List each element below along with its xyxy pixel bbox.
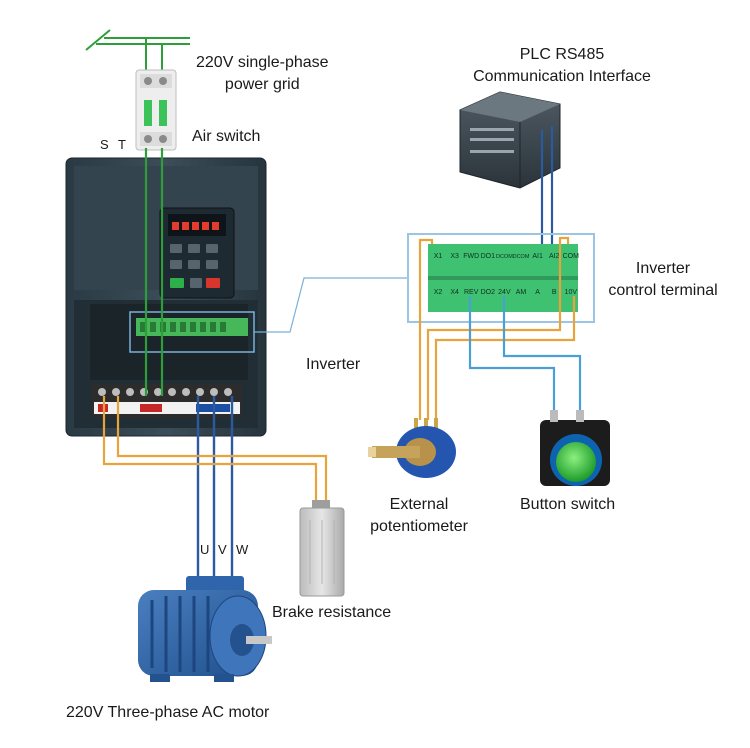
button-switch-label: Button switch bbox=[520, 496, 616, 513]
plc-label: PLC RS485 Communication Interface bbox=[456, 44, 668, 88]
button-wires bbox=[468, 296, 582, 412]
terminal-top-label-3: DO1 bbox=[481, 253, 496, 260]
motor-label: 220V Three-phase AC motor bbox=[66, 704, 270, 721]
button-switch bbox=[540, 410, 610, 486]
terminal-top-label-7: AI2 bbox=[549, 253, 560, 260]
motor-u-label: U bbox=[200, 542, 210, 557]
terminal-top-label-4: DCOM bbox=[496, 254, 513, 260]
terminal-bottom-label-2: REV bbox=[464, 289, 479, 296]
terminal-bottom-label-5: AM bbox=[516, 289, 527, 296]
terminal-top-label-5: DCOM bbox=[513, 254, 530, 260]
terminal-bottom-label-3: DO2 bbox=[481, 289, 496, 296]
highlight-leader-line bbox=[254, 277, 408, 333]
terminal-s-label: S bbox=[100, 137, 109, 152]
inverter-body bbox=[65, 157, 267, 437]
brake-resistor bbox=[299, 500, 345, 597]
terminal-t-label: T bbox=[118, 137, 126, 152]
plc-module bbox=[459, 91, 561, 189]
plc-label-line2: Communication Interface bbox=[473, 68, 651, 85]
motor-w-label: W bbox=[236, 542, 249, 557]
potentiometer bbox=[368, 418, 456, 478]
plc-label-line1: PLC RS485 bbox=[519, 46, 605, 63]
terminal-bottom-label-0: X2 bbox=[434, 289, 443, 296]
inverter-label: Inverter bbox=[306, 356, 361, 373]
control-terminal-label-line2: control terminal bbox=[608, 282, 718, 299]
brake-resistance-label: Brake resistance bbox=[272, 604, 392, 621]
terminal-bottom-label-4: 24V bbox=[498, 289, 511, 296]
brake-wires bbox=[102, 396, 328, 506]
inverter-to-motor-wires bbox=[196, 396, 234, 582]
power-grid-label: 220V single-phase power grid bbox=[196, 52, 329, 96]
potentiometer-label-line1: External bbox=[389, 496, 449, 513]
terminal-top-label-6: AI1 bbox=[532, 253, 543, 260]
potentiometer-label: External potentiometer bbox=[354, 494, 484, 538]
air-switch bbox=[135, 69, 177, 151]
terminal-top-label-0: X1 bbox=[434, 253, 443, 260]
motor-v-label: V bbox=[218, 542, 227, 557]
terminal-top-label-8: COM bbox=[563, 253, 580, 260]
grid-to-inverter-wires bbox=[144, 148, 164, 396]
terminal-top-label-1: X3 bbox=[450, 253, 459, 260]
potentiometer-label-line2: potentiometer bbox=[370, 518, 468, 535]
power-grid-label-line2: power grid bbox=[224, 76, 300, 93]
control-terminal-panel bbox=[407, 233, 595, 323]
terminal-bottom-label-6: A bbox=[535, 289, 540, 296]
control-terminal-label: Inverter control terminal bbox=[596, 258, 730, 302]
terminal-bottom-label-7: B bbox=[552, 289, 557, 296]
ac-motor bbox=[138, 576, 272, 682]
power-grid-lines bbox=[85, 29, 190, 72]
terminal-top-label-2: FWD bbox=[463, 253, 479, 260]
power-grid-label-line1: 220V single-phase bbox=[196, 54, 329, 71]
air-switch-label: Air switch bbox=[192, 128, 261, 145]
terminal-bottom-label-1: X4 bbox=[450, 289, 459, 296]
terminal-bottom-label-8: 10V bbox=[565, 289, 578, 296]
control-terminal-label-line1: Inverter bbox=[635, 260, 691, 277]
